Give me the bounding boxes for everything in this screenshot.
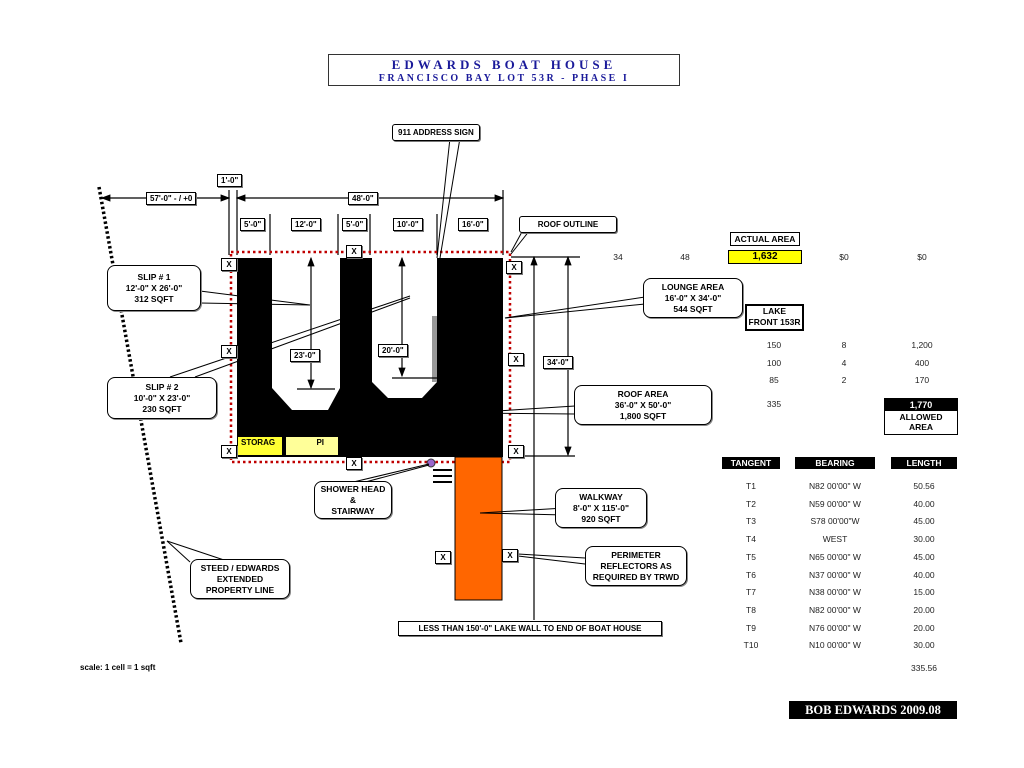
dim-gap: 1'-0" xyxy=(217,174,243,187)
allowed-area-value: 1,770 xyxy=(885,399,957,411)
project-title: EDWARDS BOAT HOUSE xyxy=(391,57,617,72)
cost-2: $0 xyxy=(917,252,927,262)
dim-lounge-length: 34'-0" xyxy=(543,356,573,369)
dim-overall-width: 48'-0" xyxy=(348,192,378,205)
tangent-id: T2 xyxy=(746,498,756,509)
stairway xyxy=(433,469,452,483)
tangent-id: T6 xyxy=(746,569,756,580)
tangent-id: T5 xyxy=(746,551,756,562)
tangent-length: 20.00 xyxy=(913,604,935,615)
walkway xyxy=(454,456,503,601)
tangent-length: 15.00 xyxy=(913,587,935,598)
storage-room: STORAG xyxy=(237,436,283,456)
tangent-bearing: N82 00'00" W xyxy=(809,481,861,491)
tangent-bearing: N59 00'00" W xyxy=(809,498,861,509)
tangent-length: 45.00 xyxy=(913,516,935,527)
frontage-a: 85 xyxy=(769,375,779,385)
callout-property-line: STEED / EDWARDS EXTENDED PROPERTY LINE xyxy=(190,559,290,599)
col-header-tangent: TANGENT xyxy=(722,457,780,469)
tangent-id: T9 xyxy=(746,622,756,633)
tangent-id: T3 xyxy=(746,516,756,527)
callout-911-address-sign: 911 ADDRESS SIGN xyxy=(392,124,480,141)
tangent-id: T10 xyxy=(743,640,759,651)
tangent-length: 30.00 xyxy=(913,534,935,545)
callout-shower-stairway: SHOWER HEAD & STAIRWAY xyxy=(314,481,392,519)
col-header-bearing: BEARING xyxy=(795,457,875,469)
tangent-bearing: N82 00'00" W xyxy=(809,604,861,615)
title-block: EDWARDS BOAT HOUSE FRANCISCO BAY LOT 53R… xyxy=(328,54,680,86)
reflector-marker: X xyxy=(221,258,237,271)
tangent-bearing: N76 00'00" W xyxy=(809,622,861,633)
reflector-marker: X xyxy=(506,261,522,274)
tangent-bearing: WEST xyxy=(822,534,848,545)
tangent-length: 50.56 xyxy=(913,481,935,491)
tangent-id: T7 xyxy=(746,587,756,598)
callout-slip1: SLIP # 1 12'-0" X 26'-0" 312 SQFT xyxy=(107,265,201,311)
tangent-total-length: 335.56 xyxy=(911,663,937,673)
callout-lake-wall: LESS THAN 150'-0" LAKE WALL TO END OF BO… xyxy=(398,621,662,636)
project-subtitle: FRANCISCO BAY LOT 53R - PHASE I xyxy=(378,73,630,84)
callout-roof-area: ROOF AREA 36'-0" X 50'-0" 1,800 SQFT xyxy=(574,385,712,425)
col-header-length: LENGTH xyxy=(891,457,957,469)
frontage-a: 100 xyxy=(766,358,782,368)
callout-roof-outline: ROOF OUTLINE xyxy=(519,216,617,233)
tangent-id: T4 xyxy=(746,534,756,545)
dim-setback: 57'-0" - / +0 xyxy=(146,192,197,205)
frontage-a: 150 xyxy=(766,340,782,350)
actual-area-label: ACTUAL AREA xyxy=(730,232,800,246)
scale-note: scale: 1 cell = 1 sqft xyxy=(80,663,156,672)
frontage-b: 4 xyxy=(841,358,847,368)
tangent-id: T1 xyxy=(746,481,756,491)
dim-seg4: 10'-0" xyxy=(393,218,423,231)
callout-lounge-area: LOUNGE AREA 16'-0" X 34'-0" 544 SQFT xyxy=(643,278,743,318)
tangent-bearing: N38 00'00" W xyxy=(809,587,861,598)
reflector-marker: X xyxy=(508,445,524,458)
tangent-length: 40.00 xyxy=(913,498,935,509)
boathouse-structure xyxy=(237,258,503,457)
dim-slip1-length: 23'-0" xyxy=(290,349,320,362)
dim-slip2-length: 20'-0" xyxy=(378,344,408,357)
reflector-marker: X xyxy=(435,551,451,564)
tangent-length: 30.00 xyxy=(913,640,935,651)
dim-seg1: 5'-0" xyxy=(240,218,266,231)
frontage-c: 1,200 xyxy=(911,340,933,350)
dim-seg5: 16'-0" xyxy=(458,218,488,231)
tangent-bearing: S78 00'00"W xyxy=(810,516,860,527)
allowed-area-box: 1,770 ALLOWED AREA xyxy=(884,398,958,435)
callout-walkway: WALKWAY 8'-0" X 115'-0" 920 SQFT xyxy=(555,488,647,528)
reflector-marker: X xyxy=(508,353,524,366)
tangent-id: T8 xyxy=(746,604,756,615)
reflector-marker: X xyxy=(346,457,362,470)
tangent-bearing: N65 00'00" W xyxy=(809,551,861,562)
reflector-marker: X xyxy=(346,245,362,258)
roof-outline xyxy=(229,250,512,464)
cost-1: $0 xyxy=(839,252,849,262)
callout-perimeter-reflectors: PERIMETER REFLECTORS AS REQUIRED BY TRWD xyxy=(585,546,687,586)
pier-room: PI xyxy=(285,436,339,456)
area-row1-a: 34 xyxy=(613,252,623,262)
lake-front-label: LAKE FRONT 153R xyxy=(745,304,804,331)
tangent-bearing: N37 00'00" W xyxy=(809,569,861,580)
reflector-marker: X xyxy=(221,345,237,358)
allowed-area-label: ALLOWED AREA xyxy=(899,412,943,432)
reflector-marker: X xyxy=(221,445,237,458)
tangent-length: 40.00 xyxy=(913,569,935,580)
dim-seg2: 12'-0" xyxy=(291,218,321,231)
frontage-c: 400 xyxy=(914,358,930,368)
author-signature: BOB EDWARDS 2009.08 xyxy=(789,701,957,719)
frontage-b: 2 xyxy=(841,375,847,385)
tangent-bearing: N10 00'00" W xyxy=(809,640,861,651)
tangent-length: 20.00 xyxy=(913,622,935,633)
tangent-length: 45.00 xyxy=(913,551,935,562)
callout-slip2: SLIP # 2 10'-0" X 23'-0" 230 SQFT xyxy=(107,377,217,419)
reflector-marker: X xyxy=(502,549,518,562)
actual-area-value: 1,632 xyxy=(728,250,802,264)
area-row1-b: 48 xyxy=(680,252,690,262)
frontage-b: 8 xyxy=(841,340,847,350)
dim-seg3: 5'-0" xyxy=(342,218,368,231)
frontage-total: 335 xyxy=(766,399,782,409)
shower-head-icon xyxy=(426,458,436,468)
frontage-c: 170 xyxy=(914,375,930,385)
